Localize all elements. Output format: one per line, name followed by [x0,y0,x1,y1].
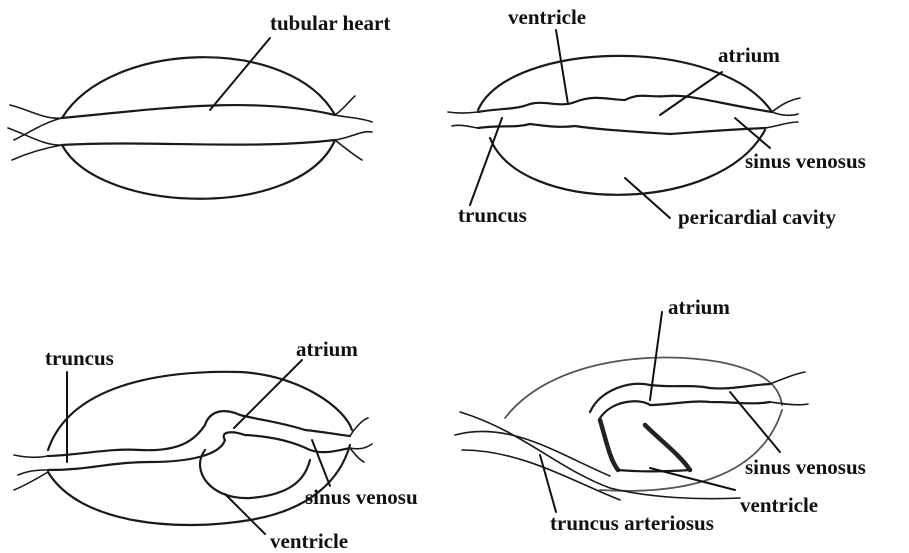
label-stage2-atrium: atrium [718,43,780,67]
label-stage4-sinus-venosus: sinus venosus [745,455,866,479]
label-stage4-truncus-arteriosus: truncus arteriosus [550,511,714,535]
stage2-looping-start: ventricle atrium sinus venosus truncus p… [448,5,866,229]
label-tubular-heart: tubular heart [270,11,390,35]
label-stage3-sinus-venosus: sinus venosu [305,485,418,509]
label-stage2-pericardial-cavity: pericardial cavity [678,205,837,229]
label-stage2-sinus-venosus: sinus venosus [745,149,866,173]
label-stage3-atrium: atrium [296,337,358,361]
label-stage2-truncus: truncus [458,203,527,227]
stage3-heart-tube [48,411,350,456]
label-stage4-ventricle: ventricle [740,493,818,517]
stage4-ventricle [600,420,618,470]
label-stage4-atrium: atrium [668,295,730,319]
label-stage3-ventricle: ventricle [270,529,348,553]
stage1-heart-tube [62,105,335,118]
stage4-mature-loop: atrium sinus venosus ventricle truncus a… [455,295,866,535]
stage3-s-loop: truncus atrium sinus venosu ventricle [14,337,418,553]
label-stage2-ventricle: ventricle [508,5,586,29]
stage3-pericardium [48,372,352,450]
label-stage3-truncus: truncus [45,346,114,370]
stage2-heart-tube [478,96,772,112]
stage1-tubular-heart: tubular heart [8,11,390,199]
